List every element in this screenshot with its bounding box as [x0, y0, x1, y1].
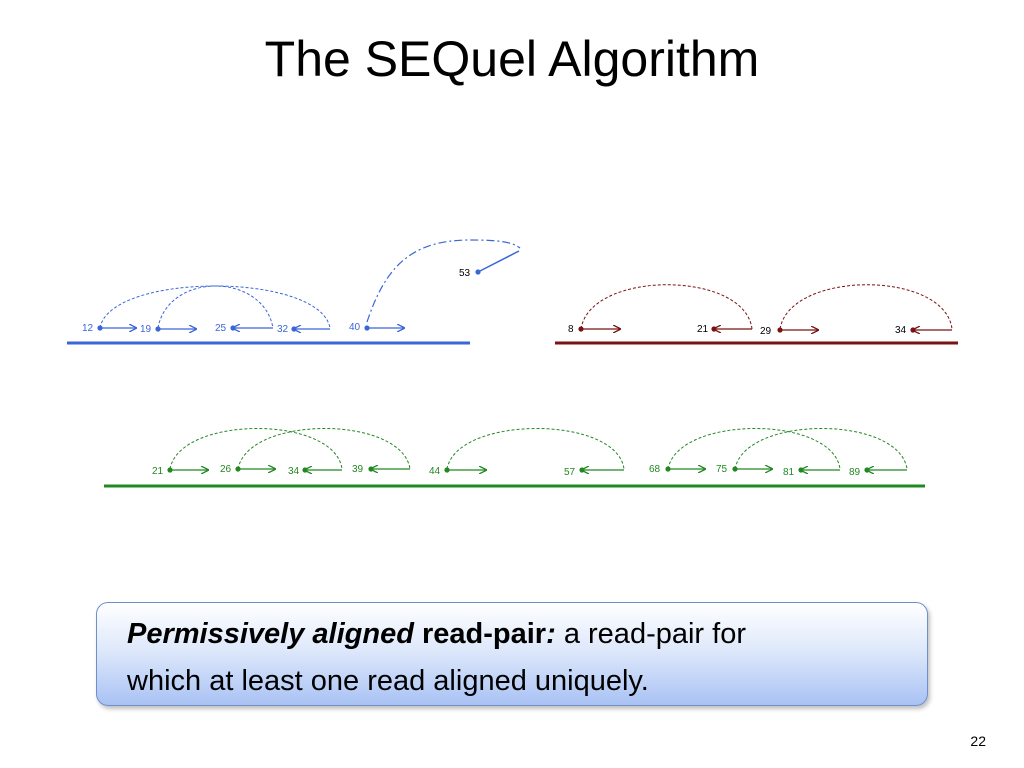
- green-read-label: 21: [152, 466, 164, 477]
- green-track: 21 26 34 39 44 57 68 75 81 89: [104, 428, 925, 488]
- definition-colon: :: [546, 618, 556, 650]
- green-pair-arc: [446, 428, 625, 470]
- definition-box: Permissively aligned read-pair: a read-p…: [96, 602, 928, 706]
- green-read-label: 44: [429, 466, 441, 477]
- definition-text-line1: a read-pair for: [555, 618, 746, 650]
- blue-unaligned-mate-label: 53: [459, 268, 471, 279]
- green-read-label: 34: [288, 466, 300, 477]
- definition-term-noun: read-pair: [413, 618, 547, 650]
- green-pair-arc: [734, 428, 908, 470]
- blue-read-label: 25: [215, 323, 227, 334]
- blue-unaligned-mate-read: [477, 250, 520, 273]
- green-read-label: 39: [352, 464, 364, 475]
- blue-track: 12 19 25 32 40 53: [67, 239, 521, 345]
- blue-read-label: 12: [82, 323, 94, 334]
- blue-pair-arc: [99, 285, 331, 329]
- green-read-label: 26: [220, 464, 232, 475]
- green-read-label: 75: [716, 464, 728, 475]
- blue-read-label: 32: [277, 324, 289, 335]
- blue-read-label: 40: [349, 322, 361, 333]
- red-read-label: 29: [760, 326, 772, 337]
- red-read-label: 8: [568, 324, 574, 335]
- blue-unaligned-mate-arc: [366, 239, 521, 323]
- green-pair-arc: [237, 428, 411, 470]
- green-read-label: 68: [649, 464, 661, 475]
- green-pair-arc: [667, 428, 841, 470]
- blue-read-label: 19: [140, 324, 152, 335]
- green-read-label: 81: [783, 467, 795, 478]
- red-pair-arc: [580, 284, 753, 330]
- red-read-label: 34: [895, 325, 907, 336]
- definition-term: Permissively aligned: [127, 618, 414, 650]
- slide-title: The SEQuel Algorithm: [264, 31, 760, 87]
- blue-pair-arc: [157, 285, 274, 329]
- green-read-label: 57: [564, 467, 576, 478]
- green-read-label: 89: [849, 467, 861, 478]
- red-read-label: 21: [697, 324, 709, 335]
- read-pair-diagram: 12 19 25 32 40 53 8 21 29 34: [67, 239, 958, 488]
- red-track: 8 21 29 34: [555, 284, 958, 345]
- red-pair-arc: [779, 284, 953, 330]
- definition-text-line2: which at least one read aligned uniquely…: [127, 665, 649, 697]
- slide-number: 22: [970, 733, 986, 749]
- green-pair-arc: [169, 428, 343, 470]
